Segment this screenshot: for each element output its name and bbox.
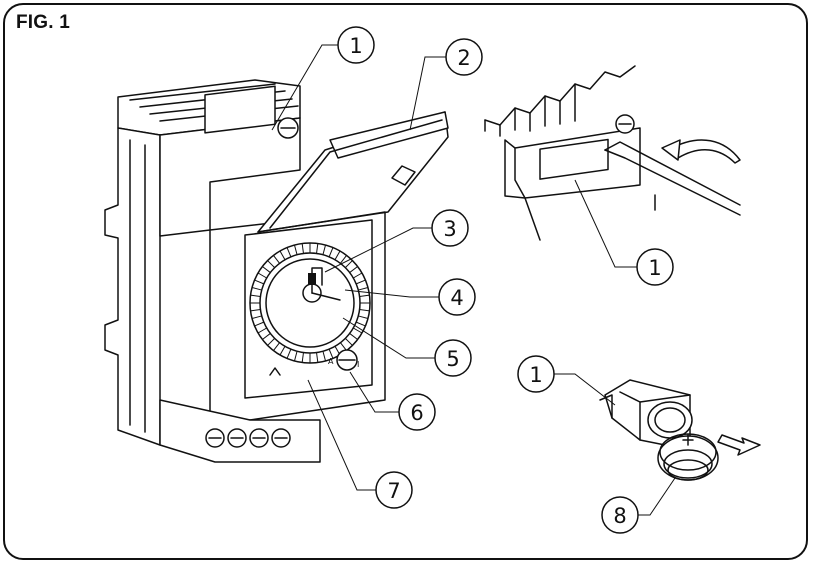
svg-text:I: I bbox=[357, 360, 359, 369]
callout-3-label: 3 bbox=[443, 217, 456, 241]
callout-6: 6 bbox=[399, 394, 435, 430]
callout-1-battery-label: 1 bbox=[529, 363, 542, 387]
callout-3: 3 bbox=[432, 210, 468, 246]
battery-holder-illustration bbox=[600, 380, 760, 480]
hatch-detail-illustration bbox=[485, 66, 740, 240]
callout-7: 7 bbox=[376, 472, 412, 508]
callout-4-label: 4 bbox=[450, 286, 463, 310]
callout-1-hatch-label: 1 bbox=[648, 256, 661, 280]
callout-5: 5 bbox=[435, 340, 471, 376]
callout-1-battery-detail: 1 bbox=[518, 356, 554, 392]
callout-8-label: 8 bbox=[613, 504, 626, 528]
svg-text:A: A bbox=[328, 357, 334, 366]
callout-2: 2 bbox=[446, 39, 482, 75]
callout-1-label: 1 bbox=[349, 34, 362, 58]
callout-2-label: 2 bbox=[457, 46, 470, 70]
callout-7-label: 7 bbox=[387, 479, 400, 503]
callout-4: 4 bbox=[439, 279, 475, 315]
callout-8: 8 bbox=[602, 497, 638, 533]
callout-1-hatch-detail: 1 bbox=[637, 249, 673, 285]
timer-device-illustration: A I bbox=[105, 80, 448, 462]
callout-1-top: 1 bbox=[338, 27, 374, 63]
callout-6-label: 6 bbox=[410, 401, 423, 425]
callout-5-label: 5 bbox=[446, 347, 459, 371]
